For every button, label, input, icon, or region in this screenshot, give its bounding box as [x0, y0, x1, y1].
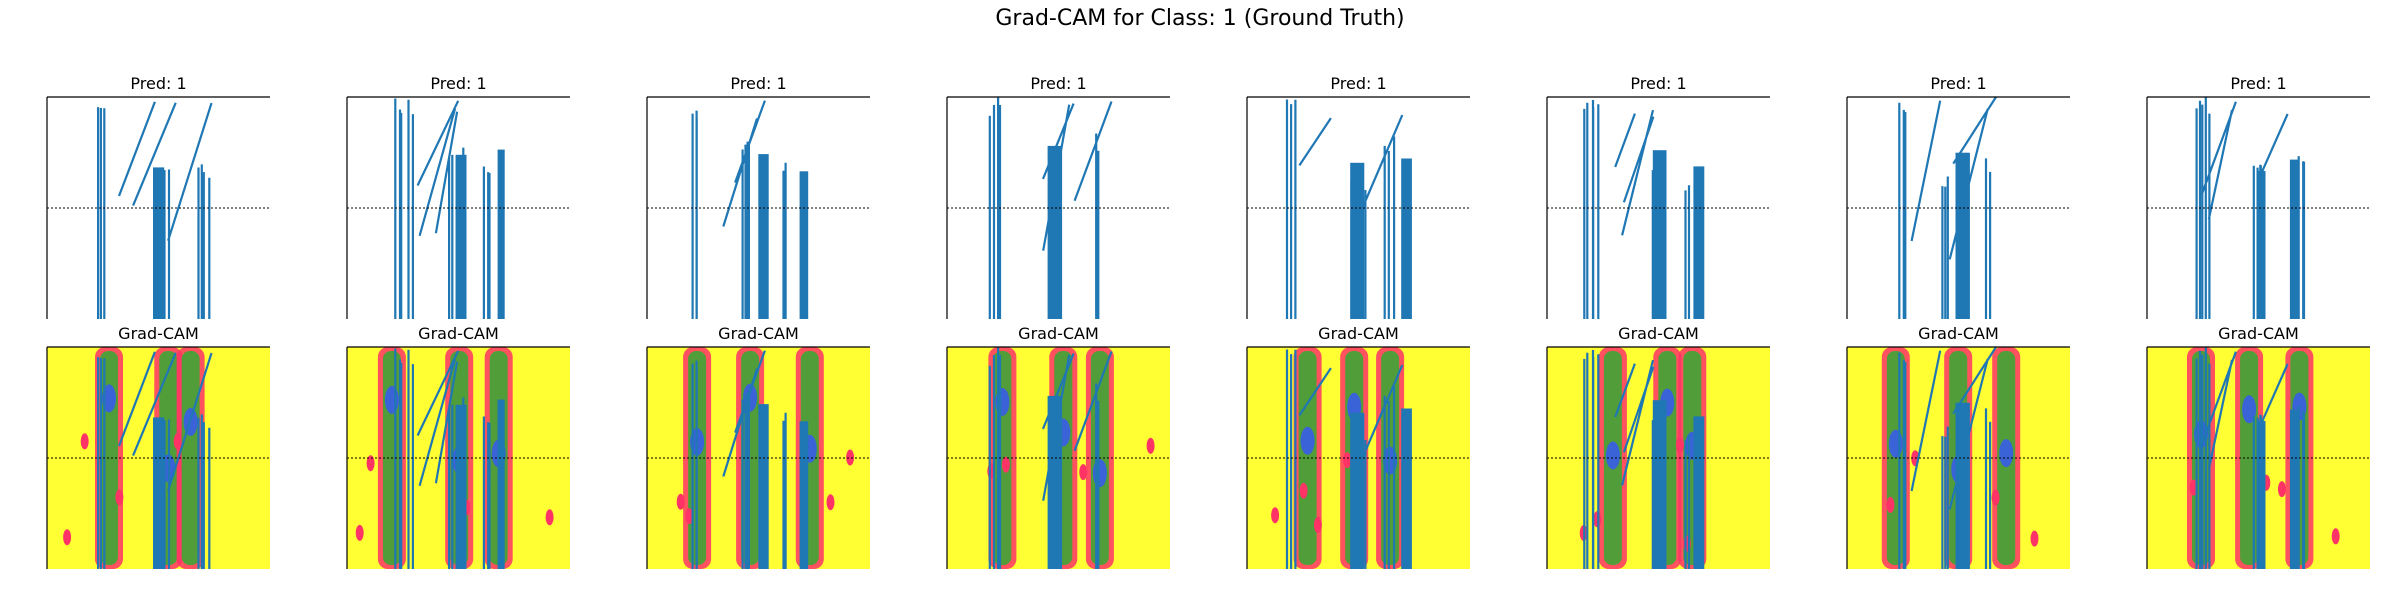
heatmap-core-region — [1300, 426, 1315, 455]
signal-trace — [691, 350, 787, 569]
gradcam-panel-title: Grad-CAM — [2218, 324, 2299, 343]
heatmap-core-region — [1999, 439, 2014, 468]
signal-bar-block — [1652, 400, 1667, 569]
signal-bar-block — [1693, 166, 1705, 319]
gradcam-panel: Grad-CAM — [946, 324, 1170, 569]
gradcam-panel-title: Grad-CAM — [718, 324, 799, 343]
signal-bar-block — [1652, 150, 1667, 319]
gradcam-panel-title: Grad-CAM — [1918, 324, 1999, 343]
prediction-panel-title: Pred: 1 — [430, 74, 486, 93]
prediction-panel-title: Pred: 1 — [1330, 74, 1386, 93]
signal-trace — [1285, 99, 1404, 319]
signal-bar-block — [1693, 416, 1705, 569]
heatmap-hot-spot — [63, 529, 72, 546]
heatmap-hot-spot — [685, 508, 694, 525]
heatmap-hot-spot — [1991, 489, 2000, 506]
prediction-panel: Pred: 1 — [346, 74, 570, 319]
heatmap-hot-spot — [1271, 507, 1280, 524]
signal-bar-block — [2289, 409, 2299, 569]
heatmap-hot-spot — [80, 433, 89, 450]
signal-bar-block — [1350, 162, 1365, 319]
signal-trace — [394, 98, 491, 319]
gradcam-panel: Grad-CAM — [1546, 324, 1770, 569]
signal-bar-block — [799, 421, 809, 569]
signal-bar-block — [1350, 412, 1365, 569]
prediction-panel: Pred: 1 — [1846, 74, 2070, 319]
gradcam-panel-title: Grad-CAM — [1318, 324, 1399, 343]
heatmap-hot-spot — [1146, 437, 1155, 454]
signal-bar-block — [1955, 152, 1970, 319]
heatmap-hot-spot — [1313, 517, 1322, 533]
signal-bar-block — [455, 404, 467, 569]
prediction-panel-title: Pred: 1 — [1030, 74, 1086, 93]
prediction-panel: Pred: 1 — [2146, 74, 2370, 319]
heatmap-core-region — [1092, 459, 1107, 488]
gradcam-panel-title: Grad-CAM — [1018, 324, 1099, 343]
heatmap-hot-spot — [1886, 496, 1895, 513]
signal-bar-block — [1047, 145, 1063, 319]
heatmap-hot-spot — [115, 489, 124, 506]
gradcam-panel: Grad-CAM — [1246, 324, 1470, 569]
heatmap-core-region — [2242, 395, 2257, 424]
signal-bar-block — [1047, 395, 1063, 569]
heatmap-hot-spot — [676, 493, 685, 510]
prediction-panel: Pred: 1 — [1246, 74, 1470, 319]
heatmap-hot-spot — [826, 494, 835, 511]
signal-bar-block — [497, 149, 505, 319]
heatmap-hot-spot — [846, 449, 855, 466]
heatmap-hot-spot — [366, 455, 375, 472]
heatmap-core-region — [384, 385, 399, 414]
signal-trace — [1583, 100, 1691, 319]
gradcam-panel-title: Grad-CAM — [1618, 324, 1699, 343]
heatmap-hot-spot — [1299, 482, 1308, 499]
heatmap-hot-spot — [1001, 456, 1010, 473]
gradcam-panel: Grad-CAM — [2146, 324, 2370, 569]
heatmap-hot-spot — [1343, 452, 1352, 469]
signal-bar-block — [758, 404, 769, 569]
signal-bar-block — [758, 154, 769, 319]
signal-bar-block — [1955, 402, 1970, 569]
heatmap-hot-spot — [1593, 511, 1602, 528]
heatmap-hot-spot — [355, 524, 364, 541]
figure-title: Grad-CAM for Class: 1 (Ground Truth) — [995, 6, 1405, 31]
heatmap-core-region — [102, 384, 116, 413]
gradcam-panel: Grad-CAM — [346, 324, 570, 569]
heatmap-hot-spot — [2277, 481, 2286, 498]
signal-bar-block — [1401, 158, 1412, 319]
gradcam-panel: Grad-CAM — [46, 324, 270, 569]
heatmap-core-region — [1888, 429, 1903, 458]
prediction-panel-title: Pred: 1 — [1930, 74, 1986, 93]
prediction-panel: Pred: 1 — [646, 74, 870, 319]
gradcam-panel-title: Grad-CAM — [118, 324, 199, 343]
signal-trace — [691, 100, 787, 319]
gradcam-panel: Grad-CAM — [646, 324, 870, 569]
signal-bar-block — [2258, 170, 2266, 319]
prediction-panel-title: Pred: 1 — [1630, 74, 1686, 93]
signal-bar-block — [799, 171, 809, 319]
signal-bar-block — [153, 417, 165, 569]
heatmap-hot-spot — [545, 509, 554, 526]
heatmap-hot-spot — [2030, 530, 2039, 547]
prediction-panel-title: Pred: 1 — [130, 74, 186, 93]
prediction-panel-title: Pred: 1 — [730, 74, 786, 93]
heatmap-core-region — [1605, 441, 1620, 470]
prediction-panel-title: Pred: 1 — [2230, 74, 2286, 93]
heatmap-hot-spot — [1079, 464, 1088, 481]
heatmap-hot-spot — [1676, 437, 1684, 453]
prediction-panel: Pred: 1 — [946, 74, 1170, 319]
signal-bar-block — [497, 399, 505, 569]
signal-bar-block — [1401, 408, 1412, 569]
heatmap-hot-spot — [2331, 528, 2340, 545]
signal-bar-block — [2258, 420, 2266, 569]
heatmap-hot-spot — [173, 433, 182, 450]
signal-bar-block — [455, 154, 467, 319]
signal-bar-block — [153, 167, 165, 319]
prediction-panel: Pred: 1 — [46, 74, 270, 319]
signal-bar-block — [2289, 159, 2299, 319]
prediction-panel: Pred: 1 — [1546, 74, 1770, 319]
gradcam-panel: Grad-CAM — [1846, 324, 2070, 569]
gradcam-panel-title: Grad-CAM — [418, 324, 499, 343]
